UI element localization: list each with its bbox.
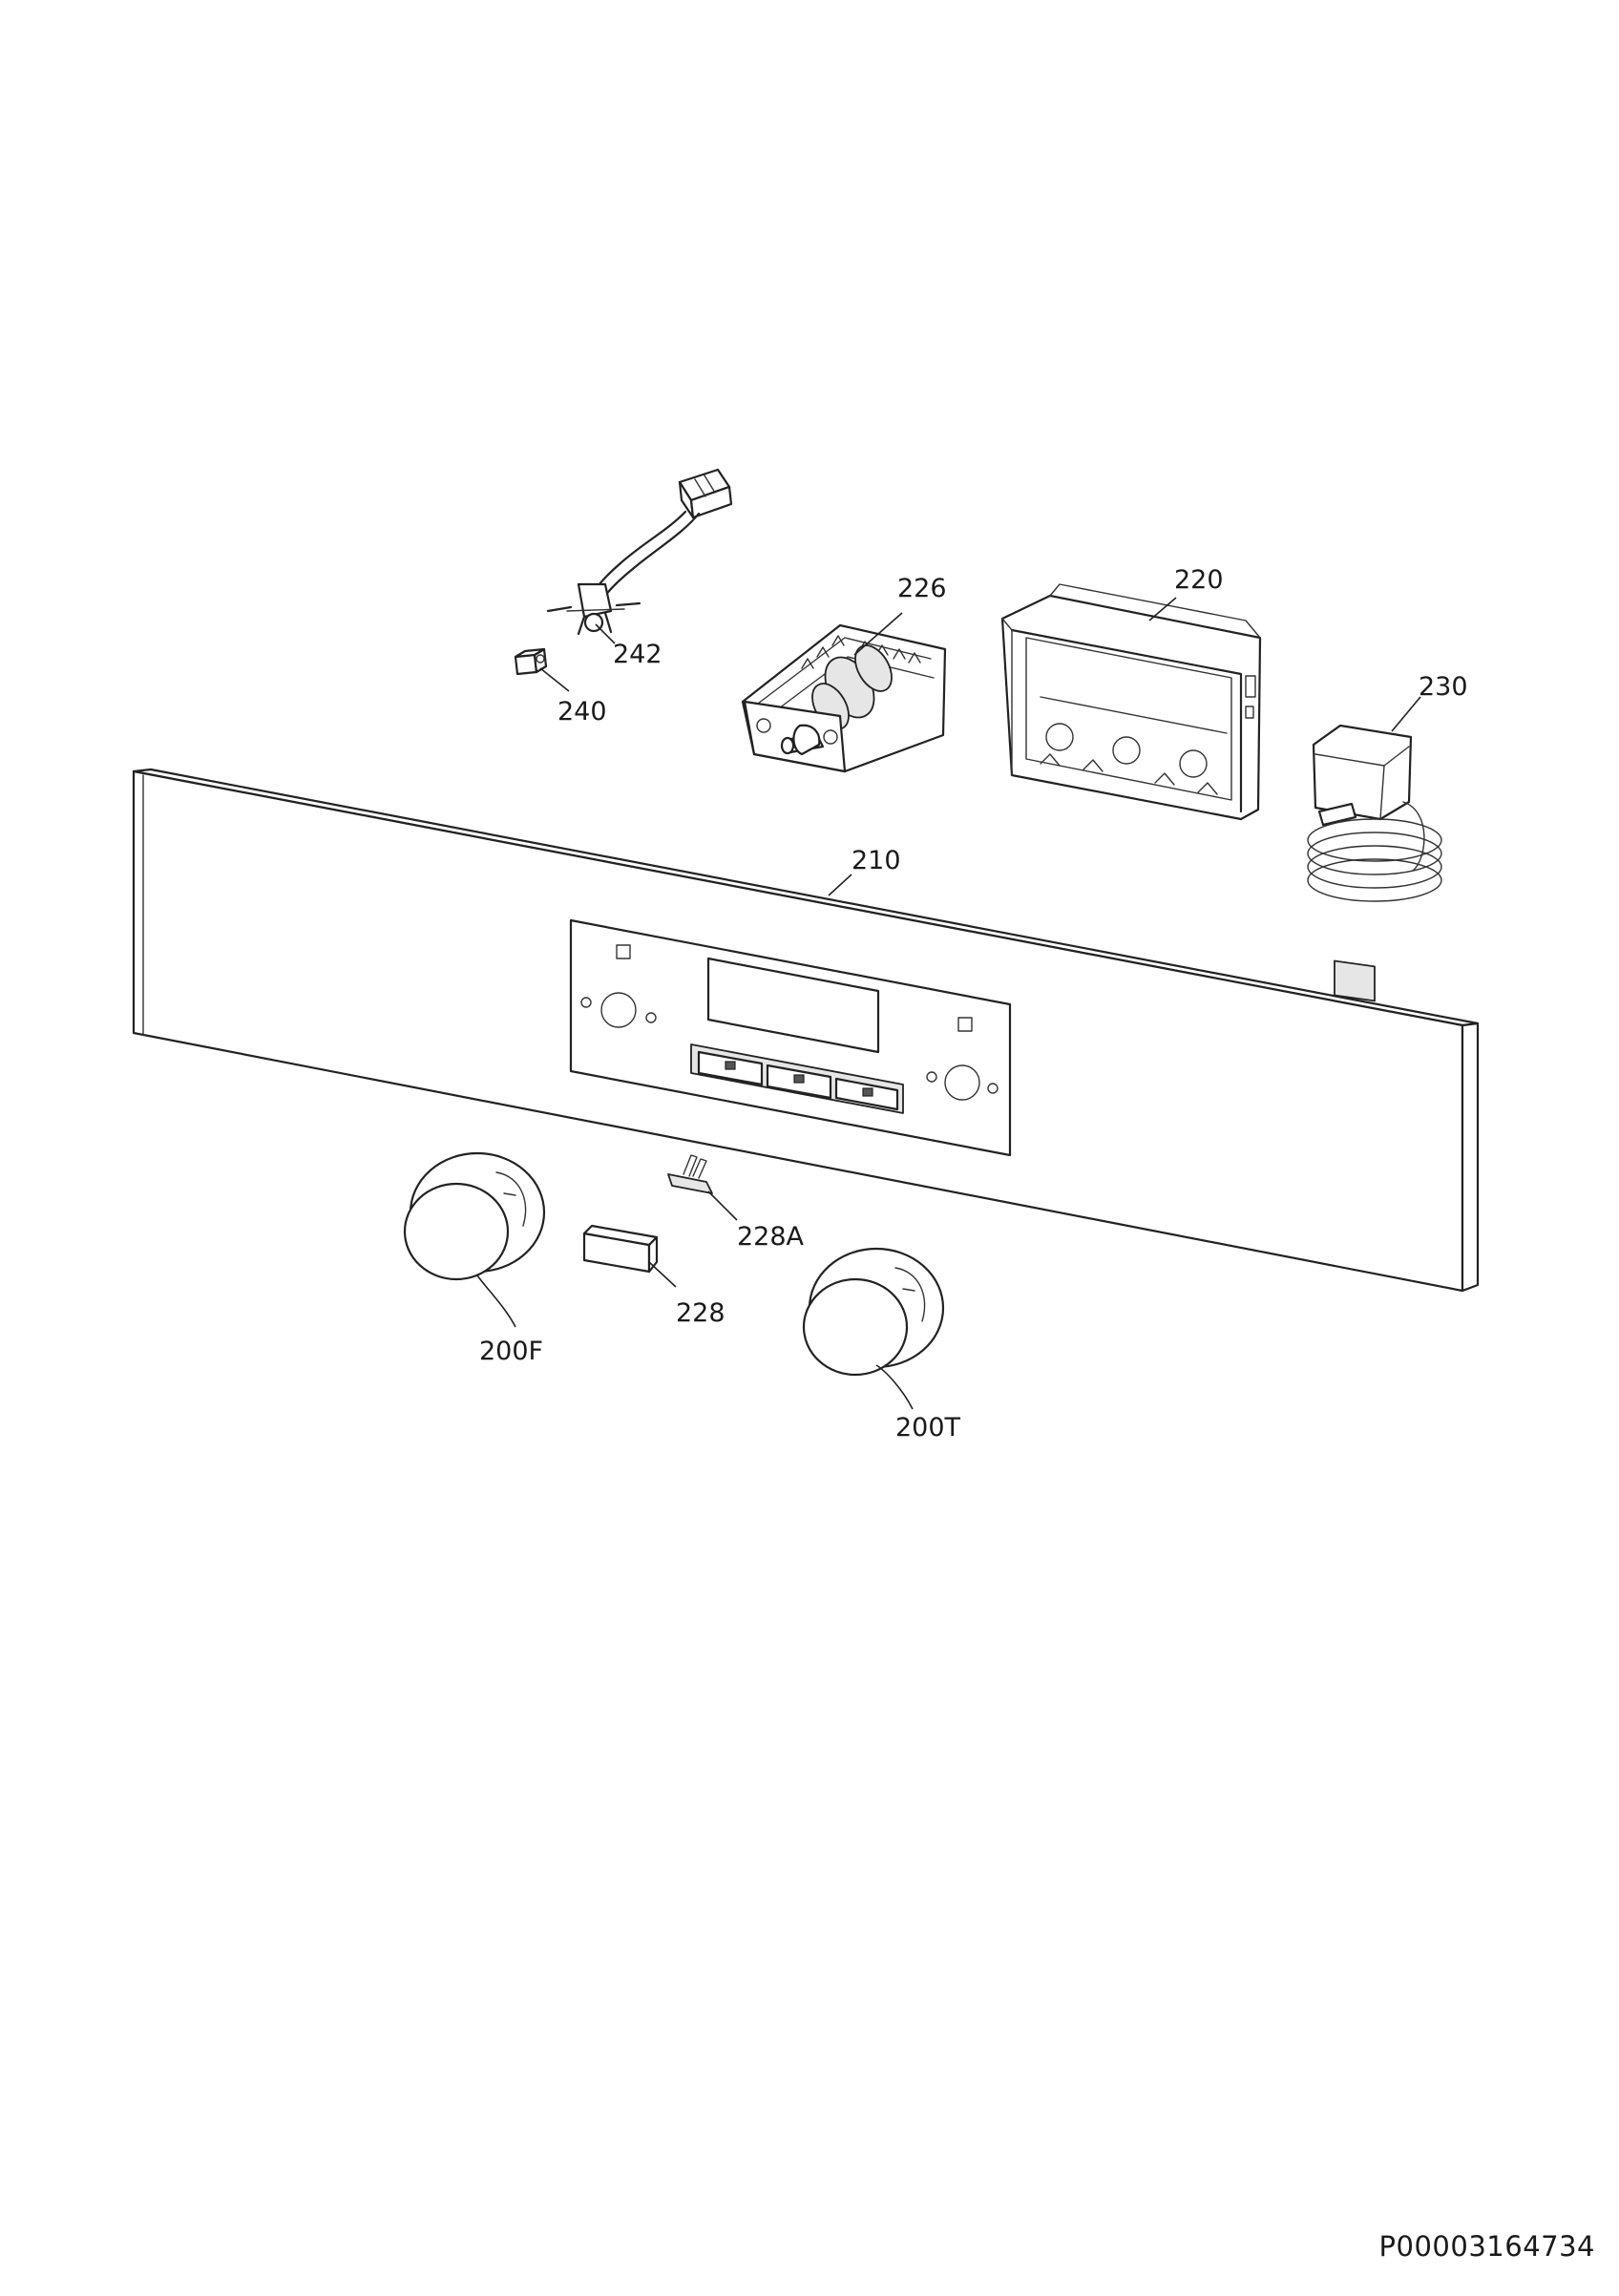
callout-226: 226: [897, 574, 947, 603]
callout-228: 228: [676, 1298, 725, 1328]
part-228A-light-guide: [667, 1154, 713, 1194]
callout-200T: 200T: [895, 1413, 961, 1443]
callout-220: 220: [1174, 565, 1224, 595]
part-240-clip: [514, 647, 548, 676]
leader-lines: [476, 597, 1421, 1410]
part-242-wiring-harness: [546, 468, 733, 636]
part-200F-knob: [403, 1151, 546, 1281]
callout-230: 230: [1419, 672, 1468, 702]
callout-200F: 200F: [479, 1337, 544, 1366]
part-228-push-button: [582, 1224, 659, 1274]
part-200T-knob: [802, 1247, 945, 1377]
part-210-control-panel: [132, 768, 1480, 1293]
callout-240: 240: [557, 697, 607, 727]
part-226-function-switch: [741, 623, 947, 773]
callout-210: 210: [852, 846, 901, 875]
document-id: P00003164734: [1378, 2230, 1595, 2263]
callout-228A: 228A: [737, 1222, 805, 1252]
callout-242: 242: [613, 640, 662, 669]
part-230-thermostat: [1307, 724, 1442, 1002]
part-220-display-housing: [1000, 583, 1262, 821]
